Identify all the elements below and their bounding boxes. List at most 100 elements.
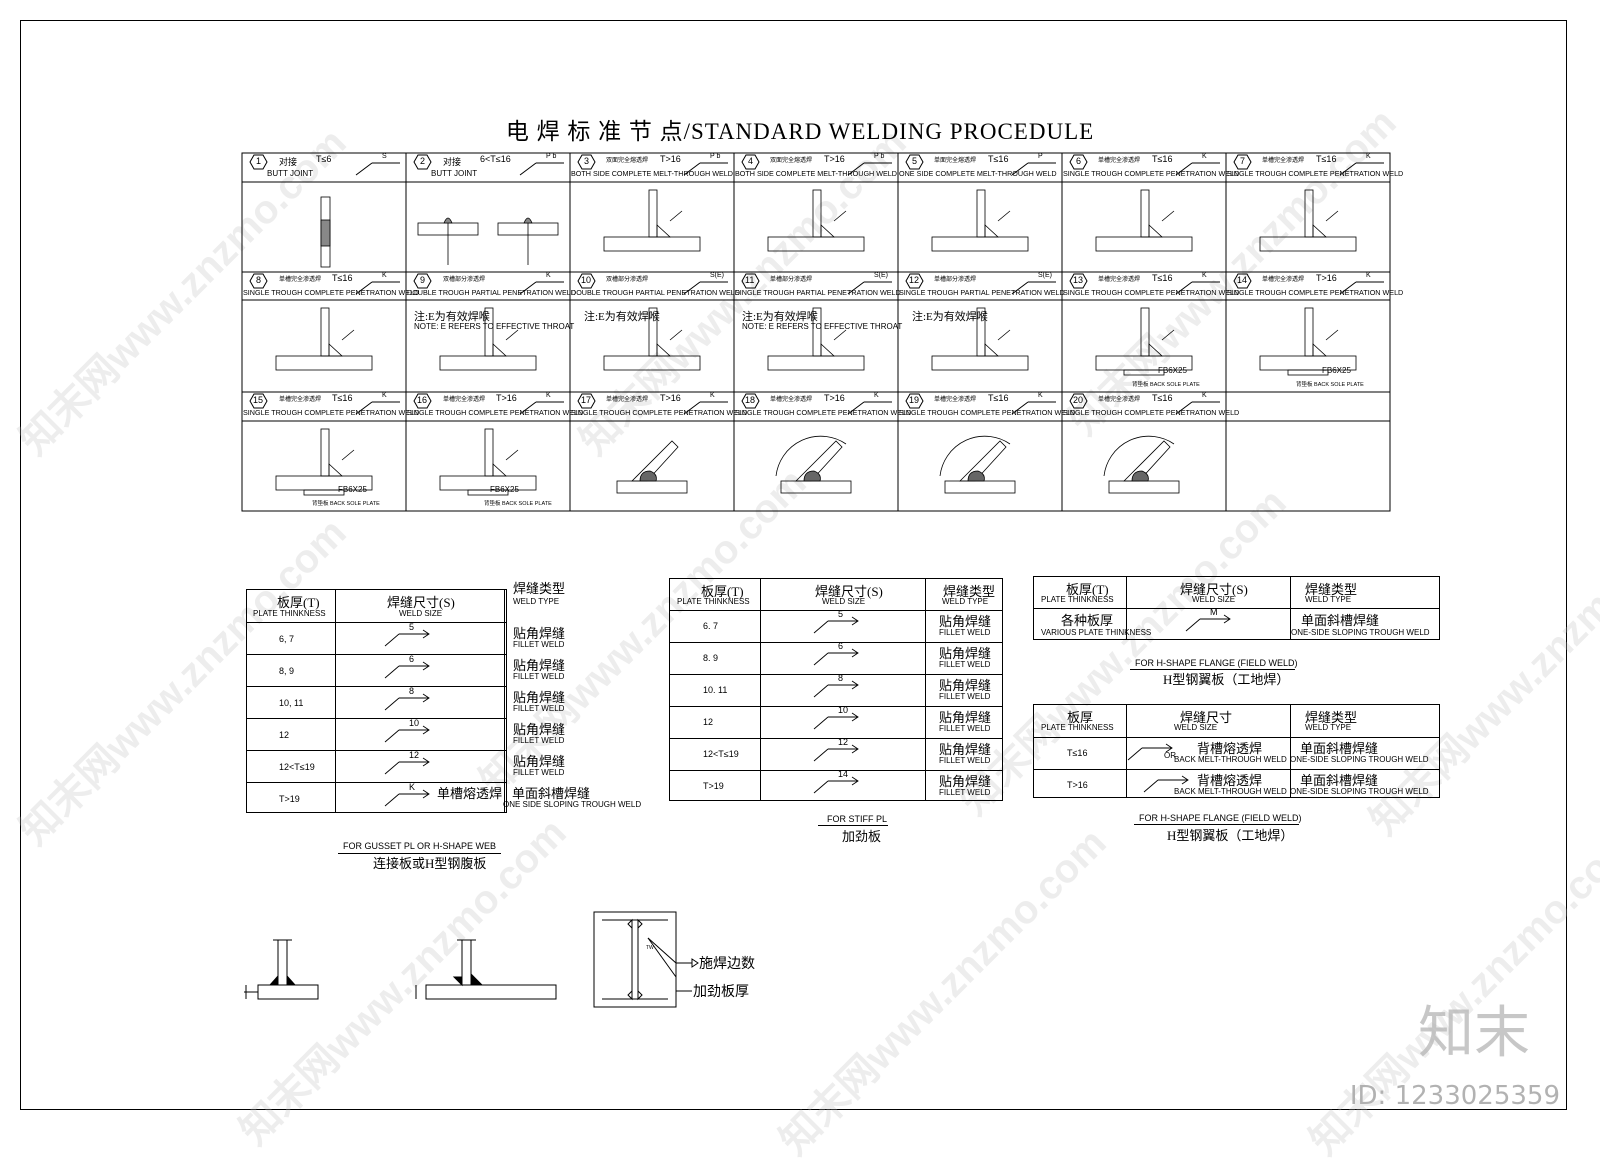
- weld-symbol-leader: [355, 162, 373, 176]
- weld-size-value: 5: [409, 622, 415, 632]
- weld-size-symbol: [813, 648, 859, 666]
- detail-condition: T≤16: [1316, 154, 1337, 164]
- table-col-line: [760, 579, 761, 800]
- weld-type-en: FILLET WELD: [513, 672, 565, 681]
- table2-caption-cn: 加劲板: [842, 829, 882, 844]
- id-label: ID: 1233025359: [1349, 1081, 1560, 1111]
- plate-thickness-cn: 各种板厚: [1061, 613, 1114, 628]
- weld-type-en: FILLET WELD: [939, 788, 991, 797]
- back-plate-label: 背垫板 BACK SOLE PLATE: [1132, 382, 1200, 388]
- weld-size-symbol: [384, 693, 430, 711]
- weld-symbol-text: S(E): [710, 272, 724, 279]
- header-type-en: WELD TYPE: [942, 597, 989, 606]
- header-plate-cn: 板厚: [1067, 710, 1094, 725]
- table4-caption-line: [1134, 824, 1299, 825]
- weld-type-en: FILLET WELD: [513, 736, 565, 745]
- weld-size-symbol: [384, 661, 430, 679]
- weld-symbol-text: K: [382, 272, 387, 279]
- weld-symbol-leader: [519, 162, 537, 176]
- detail-number-hexagon: [1069, 154, 1088, 170]
- throat-note-cn: 注:E为有效焊喉: [584, 311, 660, 323]
- weld-symbol-leader: [847, 281, 865, 295]
- legend-stiffener-thickness: 加劲板厚: [693, 985, 749, 1000]
- plate-thickness-cell: 10. 11: [703, 685, 728, 695]
- detail-title-en: SINGLE TROUGH COMPLETE PENETRATION WELD: [899, 408, 1076, 417]
- plate-thickness-cell: 12<T≤19: [279, 762, 315, 772]
- detail-title-en: SINGLE TROUGH COMPLETE PENETRATION WELD: [735, 408, 912, 417]
- weld-type-cn: 贴角焊缝: [939, 678, 992, 693]
- plate-thickness-cell: 8, 9: [279, 666, 295, 676]
- detail-number-hexagon: [413, 154, 432, 170]
- detail-condition: T>16: [660, 154, 681, 164]
- detail-number: 12: [909, 275, 920, 285]
- detail-number: 15: [253, 395, 264, 405]
- table-row-line: [247, 782, 506, 783]
- table1-caption-en: FOR GUSSET PL OR H-SHAPE WEB: [343, 841, 497, 851]
- plate-thickness-cell: 12: [279, 730, 290, 740]
- throat-note-cn: 注:E为有效焊喉: [912, 311, 988, 323]
- weld-detail-drawing: [1103, 435, 1180, 494]
- detail-condition: T≤16: [988, 393, 1009, 403]
- plate-thickness-cell: 8. 9: [703, 653, 719, 663]
- drawing-frame: [20, 20, 1567, 1110]
- weld-size-value: 14: [838, 769, 849, 779]
- detail-number: 17: [581, 395, 592, 405]
- legend-arrows: [676, 958, 699, 992]
- weld-symbol-text: K: [1038, 392, 1043, 399]
- weld-size-symbol: [813, 744, 859, 762]
- weld-detail-drawing: [775, 435, 852, 494]
- table-row-line: [670, 610, 1002, 611]
- table-row-line: [1034, 737, 1439, 738]
- detail-number: 9: [420, 275, 426, 285]
- detail-condition: T≤16: [332, 393, 353, 403]
- detail-title-cn: 单槽部分渗透焊: [770, 277, 813, 283]
- weld-type-cn: 贴角焊缝: [513, 626, 566, 641]
- weld-symbol-text: K: [546, 392, 551, 399]
- detail-number: 14: [1237, 275, 1248, 285]
- detail-condition: T≤16: [1152, 273, 1173, 283]
- table-row-line: [670, 706, 1002, 707]
- weld-size-value: 8: [409, 686, 415, 696]
- detail-title-cn: 双面完全熔透焊: [606, 158, 649, 164]
- back-weld-en: BACK MELT-THROUGH WELD: [1174, 787, 1287, 796]
- table-row-line: [670, 738, 1002, 739]
- plate-thickness-cell: T≤16: [1067, 748, 1088, 758]
- weld-detail-drawing: [439, 428, 537, 496]
- weld-detail-drawing: [275, 428, 373, 496]
- weld-symbol-leader: [683, 401, 701, 415]
- detail-title-en: DOUBLE TROUGH PARTIAL PENETRATION WELD: [407, 288, 576, 297]
- back-weld-cn: 背槽熔透焊: [1197, 741, 1263, 756]
- plate-thickness-cell: T>19: [279, 794, 300, 804]
- detail-title-en: SINGLE TROUGH COMPLETE PENETRATION WELD: [571, 408, 748, 417]
- table1-caption-line: [338, 853, 501, 854]
- weld-symbol-text: K: [1366, 153, 1371, 160]
- detail-number-hexagon: [1233, 273, 1252, 289]
- header-plate-cn: 板厚(T): [277, 595, 320, 610]
- detail-number: 6: [1076, 156, 1082, 166]
- detail-title-en: SINGLE TROUGH COMPLETE PENETRATION WELD: [1227, 288, 1404, 297]
- detail-title-cn: 单槽完全渗透焊: [770, 397, 813, 403]
- table-row-line: [1034, 608, 1439, 609]
- detail-condition: T>16: [1316, 273, 1337, 283]
- weld-type-cn: 单面斜槽焊缝: [1300, 773, 1379, 788]
- detail-condition: T≤16: [1152, 393, 1173, 403]
- detail-number-hexagon: [905, 393, 924, 409]
- weld-type-cn: 贴角焊缝: [939, 614, 992, 629]
- weld-type-cn: 单面斜槽焊缝: [1301, 613, 1380, 628]
- weld-size-value: 6: [409, 654, 415, 664]
- weld-symbol-text: P b: [874, 153, 885, 160]
- header-type-cn: 焊缝类型: [1305, 710, 1358, 725]
- detail-title-cn: 单槽完全渗透焊: [1262, 158, 1305, 164]
- throat-note-cn: 注:E为有效焊喉: [742, 311, 818, 323]
- detail-number-hexagon: [249, 393, 268, 409]
- detail-number-hexagon: [741, 273, 760, 289]
- detail-title-cn: 单面完全熔透焊: [934, 158, 977, 164]
- header-plate-en: PLATE THINKNESS: [1041, 723, 1114, 732]
- weld-size-symbol: [384, 629, 430, 647]
- weld-type-en: FILLET WELD: [939, 692, 991, 701]
- weld-symbol-text: K: [1202, 153, 1207, 160]
- table-col-line: [504, 590, 505, 812]
- weld-size-value: 12: [409, 750, 420, 760]
